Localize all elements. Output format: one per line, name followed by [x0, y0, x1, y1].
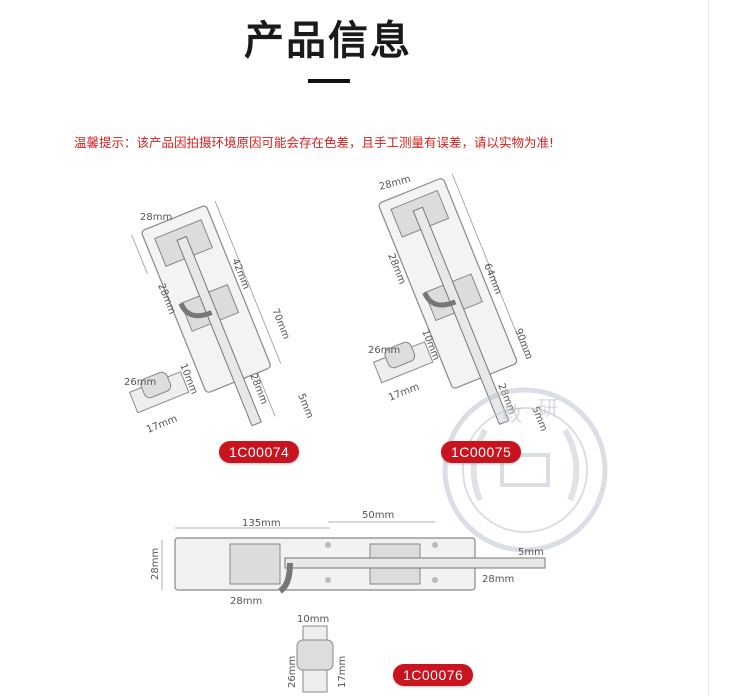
dim-length: 135mm: [242, 518, 281, 529]
model-badge-1c00076: 1C00076: [393, 664, 474, 686]
keeper-width: 26mm: [368, 345, 400, 356]
color-notice: 温馨提示：该产品因拍摄环境原因可能会存在色差，且手工测量有误差，请以实物为准!: [74, 135, 555, 150]
watermark-text-a: 教: [502, 402, 522, 426]
product-drawing-1c00076: 135mm 50mm 28mm 5mm 28mm 28mm: [150, 510, 546, 607]
dim-rod-dia: 5mm: [295, 392, 315, 420]
dim-rod: 28mm: [482, 574, 514, 585]
keeper-width: 10mm: [297, 614, 329, 625]
keeper-height: 26mm: [287, 656, 298, 688]
keeper-drawing-1c00076: 10mm 26mm 17mm: [287, 614, 348, 693]
keeper-drawing-1c00075: 26mm 10mm 17mm: [368, 328, 441, 404]
page-edge-line: [708, 0, 709, 696]
left-bracket: [229, 543, 281, 585]
keeper-depth: 17mm: [387, 382, 421, 404]
dim-height: 28mm: [150, 548, 161, 580]
model-badge-1c00074: 1C00074: [219, 441, 300, 463]
bolt-rod: [176, 235, 262, 427]
keeper-depth: 17mm: [145, 414, 179, 436]
dim-base: 28mm: [230, 596, 262, 607]
dim-width-top: 28mm: [140, 212, 172, 223]
dim-span-b: 70mm: [269, 307, 291, 341]
model-badge-1c00075: 1C00075: [441, 441, 522, 463]
bolt-rod: [412, 206, 510, 425]
bolt-handle: [278, 562, 293, 594]
keeper-drawing-1c00074: 26mm 10mm 17mm: [124, 362, 199, 436]
watermark-text-b: 研: [538, 396, 558, 420]
product-drawing-1c00075: 28mm 64mm 28mm 90mm 28mm 5mm: [378, 173, 549, 433]
dim-rod-dia: 5mm: [518, 547, 544, 558]
keeper-depth: 17mm: [337, 656, 348, 688]
bolt-rod: [284, 557, 546, 569]
keeper-width: 26mm: [124, 377, 156, 388]
bolt-handle: [178, 302, 213, 319]
title-underline: [308, 79, 350, 83]
dim-width-top: 28mm: [378, 174, 412, 193]
page-title: 产品信息: [244, 18, 412, 64]
product-drawing-1c00074: 28mm 42mm 28mm 70mm 28mm 5mm: [131, 201, 315, 427]
watermark-stamp: 教 研: [442, 387, 608, 553]
dim-span: 50mm: [362, 510, 394, 521]
bolt-handle: [422, 291, 457, 308]
